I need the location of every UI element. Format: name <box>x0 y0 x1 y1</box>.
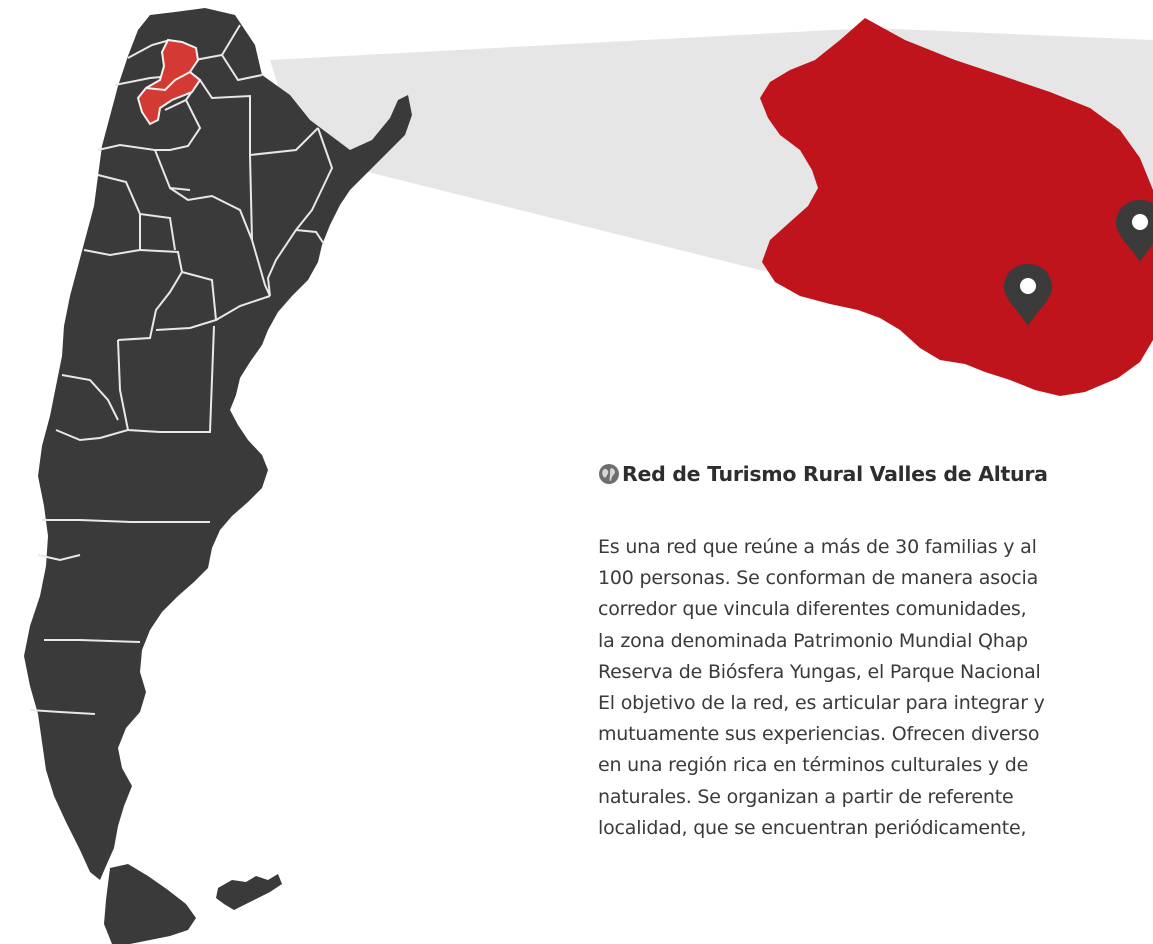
mainland-shape <box>24 8 412 880</box>
highlighted-region-border <box>145 71 191 92</box>
description-line: corredor que vincula diferentes comunida… <box>598 598 1027 621</box>
description-line: El objetivo de la red, es articular para… <box>598 692 1045 715</box>
info-title-row: Red de Turismo Rural Valles de Altura <box>598 454 1153 494</box>
globe-icon <box>599 464 619 484</box>
highlighted-region-large <box>760 18 1153 396</box>
info-description: Es una red que reúne a más de 30 familia… <box>598 532 1153 844</box>
description-line: Es una red que reúne a más de 30 familia… <box>598 536 1037 558</box>
description-line: mutuamente sus experiencias. Ofrecen div… <box>598 723 1040 746</box>
map-pin-icon <box>1116 200 1153 262</box>
description-line: 100 personas. Se conforman de manera aso… <box>598 567 1039 590</box>
highlighted-region-small <box>136 38 202 126</box>
info-title: Red de Turismo Rural Valles de Altura <box>622 462 1048 486</box>
description-line: localidad, que se encuentran periódicame… <box>598 816 1027 839</box>
info-panel: Red de Turismo Rural Valles de Altura Es… <box>598 454 1153 844</box>
description-line: naturales. Se organizan a partir de refe… <box>598 785 1014 808</box>
description-line: en una región rica en términos culturale… <box>598 754 1029 777</box>
malvinas-shape <box>216 874 282 910</box>
map-pin-icon <box>1004 264 1052 326</box>
description-line: Reserva de Biósfera Yungas, el Parque Na… <box>598 660 1041 683</box>
tierra-del-fuego-shape <box>104 864 196 944</box>
description-line: la zona denominada Patrimonio Mundial Qh… <box>598 629 1028 652</box>
